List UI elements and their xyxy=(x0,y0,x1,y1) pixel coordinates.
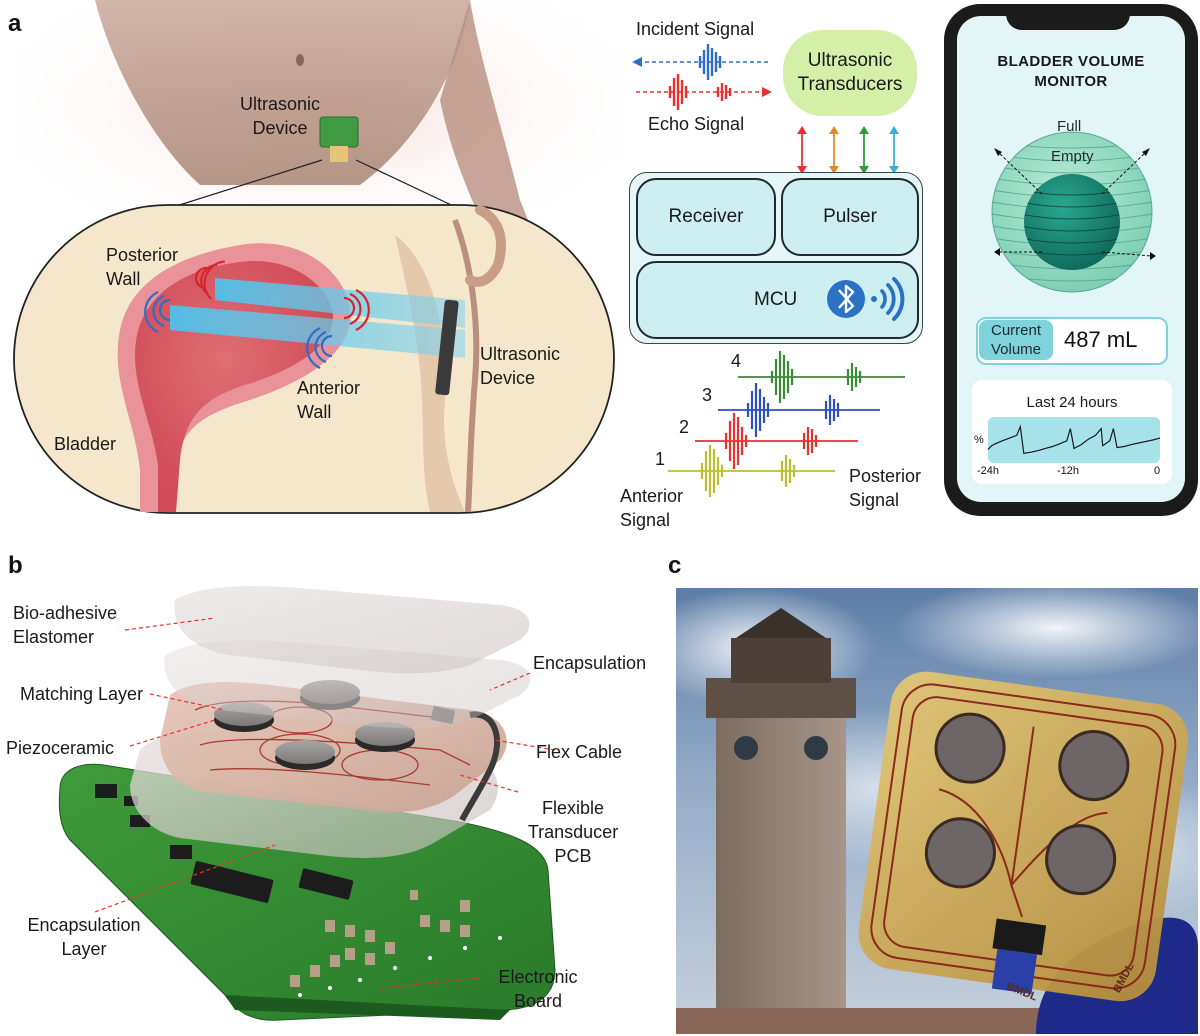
wireless-signal-icon xyxy=(871,277,905,321)
channel-4-waveform xyxy=(738,351,905,403)
receiver-label: Receiver xyxy=(668,206,744,227)
label-matching-layer: Matching Layer xyxy=(20,684,144,704)
panel-letter-a: a xyxy=(8,10,22,37)
history-x-tick-start: -24h xyxy=(977,465,1000,477)
label-encapsulation: Encapsulation xyxy=(533,653,647,673)
panel-letter-c: c xyxy=(668,552,682,579)
history-line-series-0 xyxy=(987,424,1161,454)
channel-number-2: 2 xyxy=(679,417,690,437)
label-empty: Empty xyxy=(1051,148,1094,165)
receiver-box: Receiver xyxy=(636,178,776,256)
history-y-label: % xyxy=(974,434,984,446)
ultrasonic-transducers-box: Ultrasonic Transducers xyxy=(783,30,917,116)
phone-notch xyxy=(1006,4,1130,30)
channel-3-waveform xyxy=(718,383,880,437)
device-photograph: BMDL BMDL xyxy=(676,588,1198,1034)
pulser-label: Pulser xyxy=(823,206,877,227)
label-full: Full xyxy=(1057,118,1082,135)
label-echo-signal: Echo Signal xyxy=(648,114,745,134)
photo-scene xyxy=(676,588,1198,1034)
bluetooth-icon xyxy=(827,277,905,321)
history-x-tick-end: 0 xyxy=(1154,465,1161,477)
anatomy-illustration xyxy=(13,0,620,514)
history-title: Last 24 hours xyxy=(1026,394,1118,411)
mcu-label: MCU xyxy=(754,289,798,310)
label-incident-signal: Incident Signal xyxy=(636,19,755,39)
channel-1-waveform xyxy=(668,445,835,497)
panel-letter-b: b xyxy=(8,552,23,579)
history-chart xyxy=(987,417,1161,463)
label-piezoceramic: Piezoceramic xyxy=(6,738,115,758)
channel-2-waveform xyxy=(695,413,858,469)
signal-arrows xyxy=(632,44,772,110)
history-series xyxy=(987,424,1161,454)
transducer-connection-arrows xyxy=(797,126,899,174)
history-plot-area xyxy=(988,417,1160,463)
exploded-device-illustration xyxy=(58,585,556,1021)
channel-number-3: 3 xyxy=(702,385,713,405)
channel-number-1: 1 xyxy=(655,449,666,469)
channel-number-4: 4 xyxy=(731,351,742,371)
current-volume-value: 487 mL xyxy=(1064,327,1138,352)
label-bladder: Bladder xyxy=(54,434,117,454)
channel-waveforms xyxy=(668,351,905,497)
label-flex-cable: Flex Cable xyxy=(536,742,623,762)
history-x-tick-mid: -12h xyxy=(1057,465,1080,477)
pulser-box: Pulser xyxy=(781,178,919,256)
bladder-sphere-graphic xyxy=(991,131,1156,293)
